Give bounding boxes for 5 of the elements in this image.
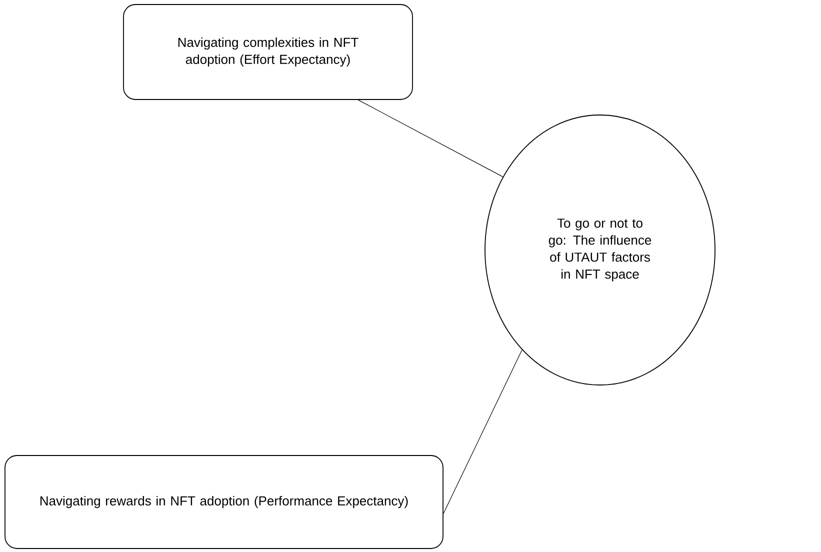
connector-line (443, 350, 522, 514)
rounded-box: Navigating rewards in NFT adoption (Performance Expectancy) (4, 455, 444, 549)
rounded-box: Navigating complexities in NFT adoption (Effort Expectancy) (123, 4, 413, 100)
connector-line (358, 100, 504, 178)
ellipse-node: To go or not to go: The influence of UTAUT factors in NFT space (484, 114, 716, 386)
